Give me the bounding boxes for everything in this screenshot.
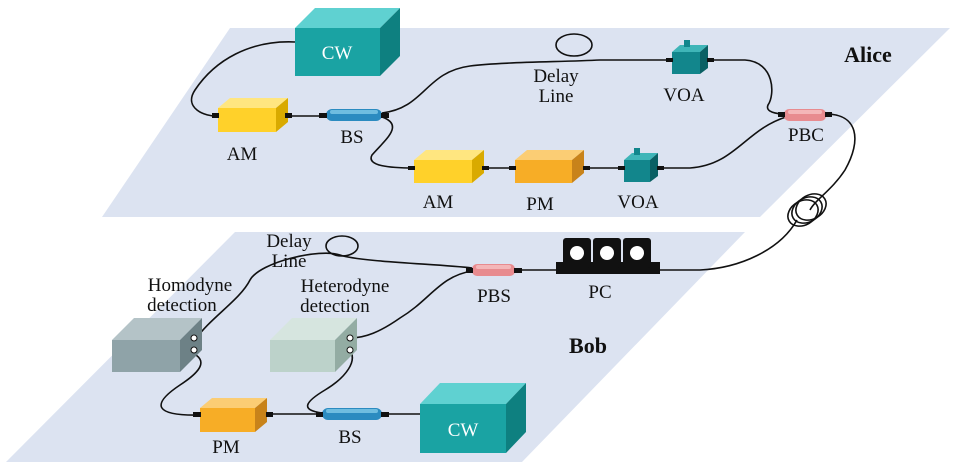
alice-am-top bbox=[218, 98, 288, 132]
alice-am-bottom bbox=[414, 150, 484, 183]
bob-beam-splitter bbox=[322, 408, 382, 420]
bob-fibers bbox=[160, 235, 556, 416]
alice-am-top-label: AM bbox=[227, 144, 258, 165]
alice-pm bbox=[515, 150, 584, 183]
bob-plane bbox=[6, 232, 745, 462]
fiber-coil bbox=[660, 193, 827, 271]
alice-am-bottom-label: AM bbox=[423, 192, 454, 213]
bob-homodyne-label-1: Homodyne bbox=[148, 275, 232, 296]
bob-cw-label: CW bbox=[448, 420, 479, 441]
alice-pbc bbox=[784, 109, 826, 121]
bob-homodyne-detector bbox=[112, 318, 202, 372]
bob-pbs bbox=[472, 264, 515, 276]
bob-cw-laser: CW bbox=[420, 383, 526, 453]
bob-polarization-controller bbox=[556, 238, 660, 274]
bob-bs-label: BS bbox=[338, 427, 361, 448]
alice-voa-top-label: VOA bbox=[663, 85, 704, 106]
bob-heterodyne-label-2: detection bbox=[300, 296, 370, 317]
alice-voa-bottom-label: VOA bbox=[617, 192, 658, 213]
bob-delay-loop bbox=[325, 235, 359, 257]
alice-pm-label: PM bbox=[526, 194, 554, 215]
bob-title: Bob bbox=[569, 333, 607, 358]
bob-pbs-label: PBS bbox=[477, 286, 511, 307]
alice-pbc-label: PBC bbox=[788, 125, 824, 146]
bob-pc-label: PC bbox=[588, 282, 611, 303]
alice-delay-label-1: Delay bbox=[533, 66, 579, 87]
bob-delay-label-2: Line bbox=[272, 251, 307, 272]
bob-pm-label: PM bbox=[212, 437, 240, 458]
alice-bs-label: BS bbox=[340, 127, 363, 148]
bob-heterodyne-detector bbox=[270, 318, 357, 372]
alice-cw-laser: CW bbox=[295, 8, 400, 76]
alice-cw-label: CW bbox=[322, 43, 353, 64]
alice-beam-splitter bbox=[326, 109, 382, 121]
bob-delay-label-1: Delay bbox=[266, 231, 312, 252]
alice-delay-loop bbox=[555, 33, 593, 57]
alice-voa-top bbox=[672, 40, 708, 74]
bob-homodyne-label-2: detection bbox=[147, 295, 217, 316]
bob-pm bbox=[200, 398, 267, 432]
bob-heterodyne-label-1: Heterodyne bbox=[301, 276, 390, 297]
fiber-connectors bbox=[193, 58, 832, 417]
alice-title: Alice bbox=[844, 42, 892, 67]
alice-voa-bottom bbox=[624, 148, 658, 182]
alice-delay-label-2: Line bbox=[539, 86, 574, 107]
